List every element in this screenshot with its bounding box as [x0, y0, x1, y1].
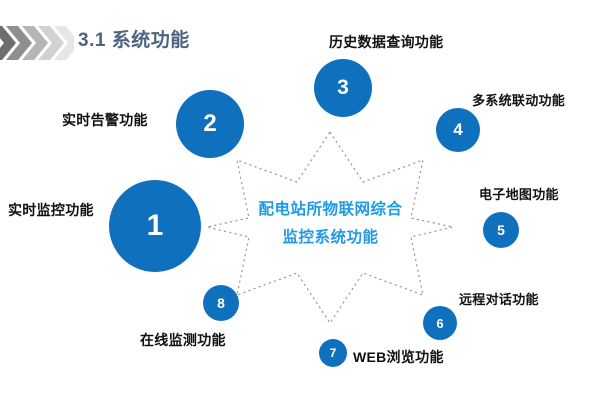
chevron-icon-4 — [38, 26, 64, 60]
node-label-5: 电子地图功能 — [479, 187, 559, 202]
center-title-text: 配电站所物联网综合 监控系统功能 — [228, 196, 433, 252]
node-number-6: 6 — [436, 315, 444, 331]
node-label-1: 实时监控功能 — [8, 202, 94, 218]
node-circle-3[interactable]: 3 — [314, 59, 372, 117]
star-polygon — [206, 131, 454, 324]
node-label-4: 多系统联动功能 — [472, 93, 566, 108]
node-number-8: 8 — [217, 295, 225, 311]
center-title-line-1: 配电站所物联网综合 — [258, 201, 403, 218]
node-number-7: 7 — [329, 346, 337, 360]
page-title: 3.1 系统功能 — [78, 30, 190, 51]
slide-header: 3.1 系统功能 — [0, 22, 300, 64]
node-number-1: 1 — [146, 209, 164, 242]
center-title-line-2: 监控系统功能 — [282, 229, 379, 246]
node-circle-5[interactable]: 5 — [483, 212, 519, 248]
node-circle-8[interactable]: 8 — [203, 285, 239, 321]
node-label-3: 历史数据查询功能 — [329, 34, 444, 50]
node-number-4: 4 — [453, 120, 463, 139]
chevron-icon-1 — [0, 26, 16, 60]
chevron-icon-2 — [6, 26, 32, 60]
star-outline-icon — [206, 131, 454, 324]
chevron-arrows-decoration — [0, 26, 80, 60]
node-label-6: 远程对话功能 — [459, 292, 539, 307]
node-number-2: 2 — [203, 110, 217, 137]
node-circle-6[interactable]: 6 — [423, 306, 457, 340]
chevron-shapes — [0, 26, 80, 60]
node-label-2: 实时告警功能 — [62, 112, 148, 128]
node-circle-7[interactable]: 7 — [319, 339, 347, 367]
node-circle-4[interactable]: 4 — [436, 108, 480, 152]
node-circle-1[interactable]: 1 — [109, 180, 201, 272]
node-number-3: 3 — [337, 76, 349, 99]
node-label-7: WEB浏览功能 — [353, 349, 444, 365]
node-number-5: 5 — [497, 222, 505, 238]
chevron-group-icon — [0, 26, 80, 60]
chevron-icon-3 — [22, 26, 48, 60]
center-star-shape — [205, 130, 455, 325]
node-label-8: 在线监测功能 — [140, 332, 226, 348]
node-circle-2[interactable]: 2 — [176, 90, 244, 158]
